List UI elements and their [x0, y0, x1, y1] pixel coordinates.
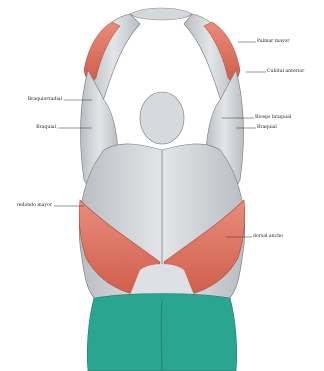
hands — [130, 8, 192, 20]
label-redondo-mayor: redondo mayor — [17, 203, 52, 209]
label-braquial-left: Braquial — [36, 125, 56, 131]
label-palmar-mayor: Palmar mayor — [257, 39, 290, 45]
label-braquiorradial: Braquiorradial — [28, 97, 62, 103]
head — [140, 92, 184, 144]
label-braquial-right: Braquial — [257, 125, 277, 131]
label-cubital-anterior: Cubital anterior — [267, 69, 304, 75]
label-biceps-braquial: Bíceps braquial — [255, 115, 291, 121]
label-dorsal-ancho: dorsal ancho — [253, 234, 283, 240]
